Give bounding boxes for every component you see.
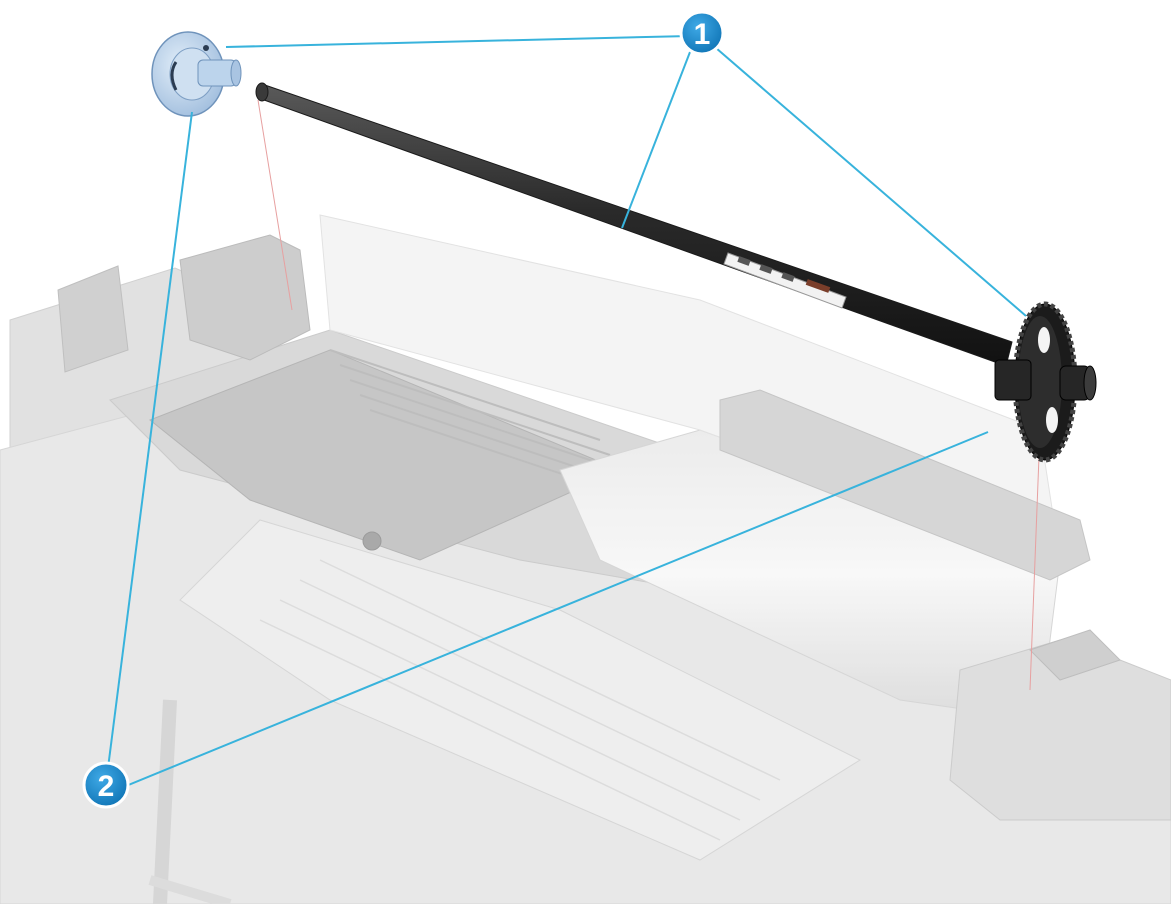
- right-roll-cover: [719, 389, 1091, 581]
- alignment-guides: [257, 99, 1041, 691]
- callout-leaders: [107, 35, 1027, 787]
- right-end-top: [1029, 629, 1121, 681]
- platen-grid: [259, 559, 781, 841]
- callout-2-label: 2: [98, 770, 115, 803]
- spindle-left-hub: [151, 31, 242, 117]
- spindle-left-end: [255, 82, 269, 102]
- platen-area: [179, 519, 862, 861]
- spindle-label-icons: [737, 256, 831, 293]
- leader-1-to-gear: [715, 47, 1027, 317]
- leader-1-to-shaft: [621, 51, 691, 229]
- leader-2-to-left-hub: [107, 111, 193, 769]
- leader-1-to-left-hub: [225, 35, 691, 48]
- callout-1-icon: 1: [679, 10, 725, 56]
- callout-2-icon: 2: [82, 761, 130, 809]
- hp-logo-icon: [362, 531, 382, 551]
- left-spindle-holder: [179, 234, 311, 361]
- carriage-area: [149, 349, 622, 561]
- control-panel-screen: [57, 265, 129, 373]
- callout-1-label: 1: [694, 18, 711, 51]
- printer-ghost: [0, 214, 1171, 904]
- spindle-assembly: [255, 82, 1097, 463]
- stand-leg-crossbar: [148, 875, 232, 904]
- spindle-gear-hub: [994, 301, 1097, 463]
- leader-2-to-gear: [125, 431, 989, 787]
- stand-leg-left: [153, 699, 177, 904]
